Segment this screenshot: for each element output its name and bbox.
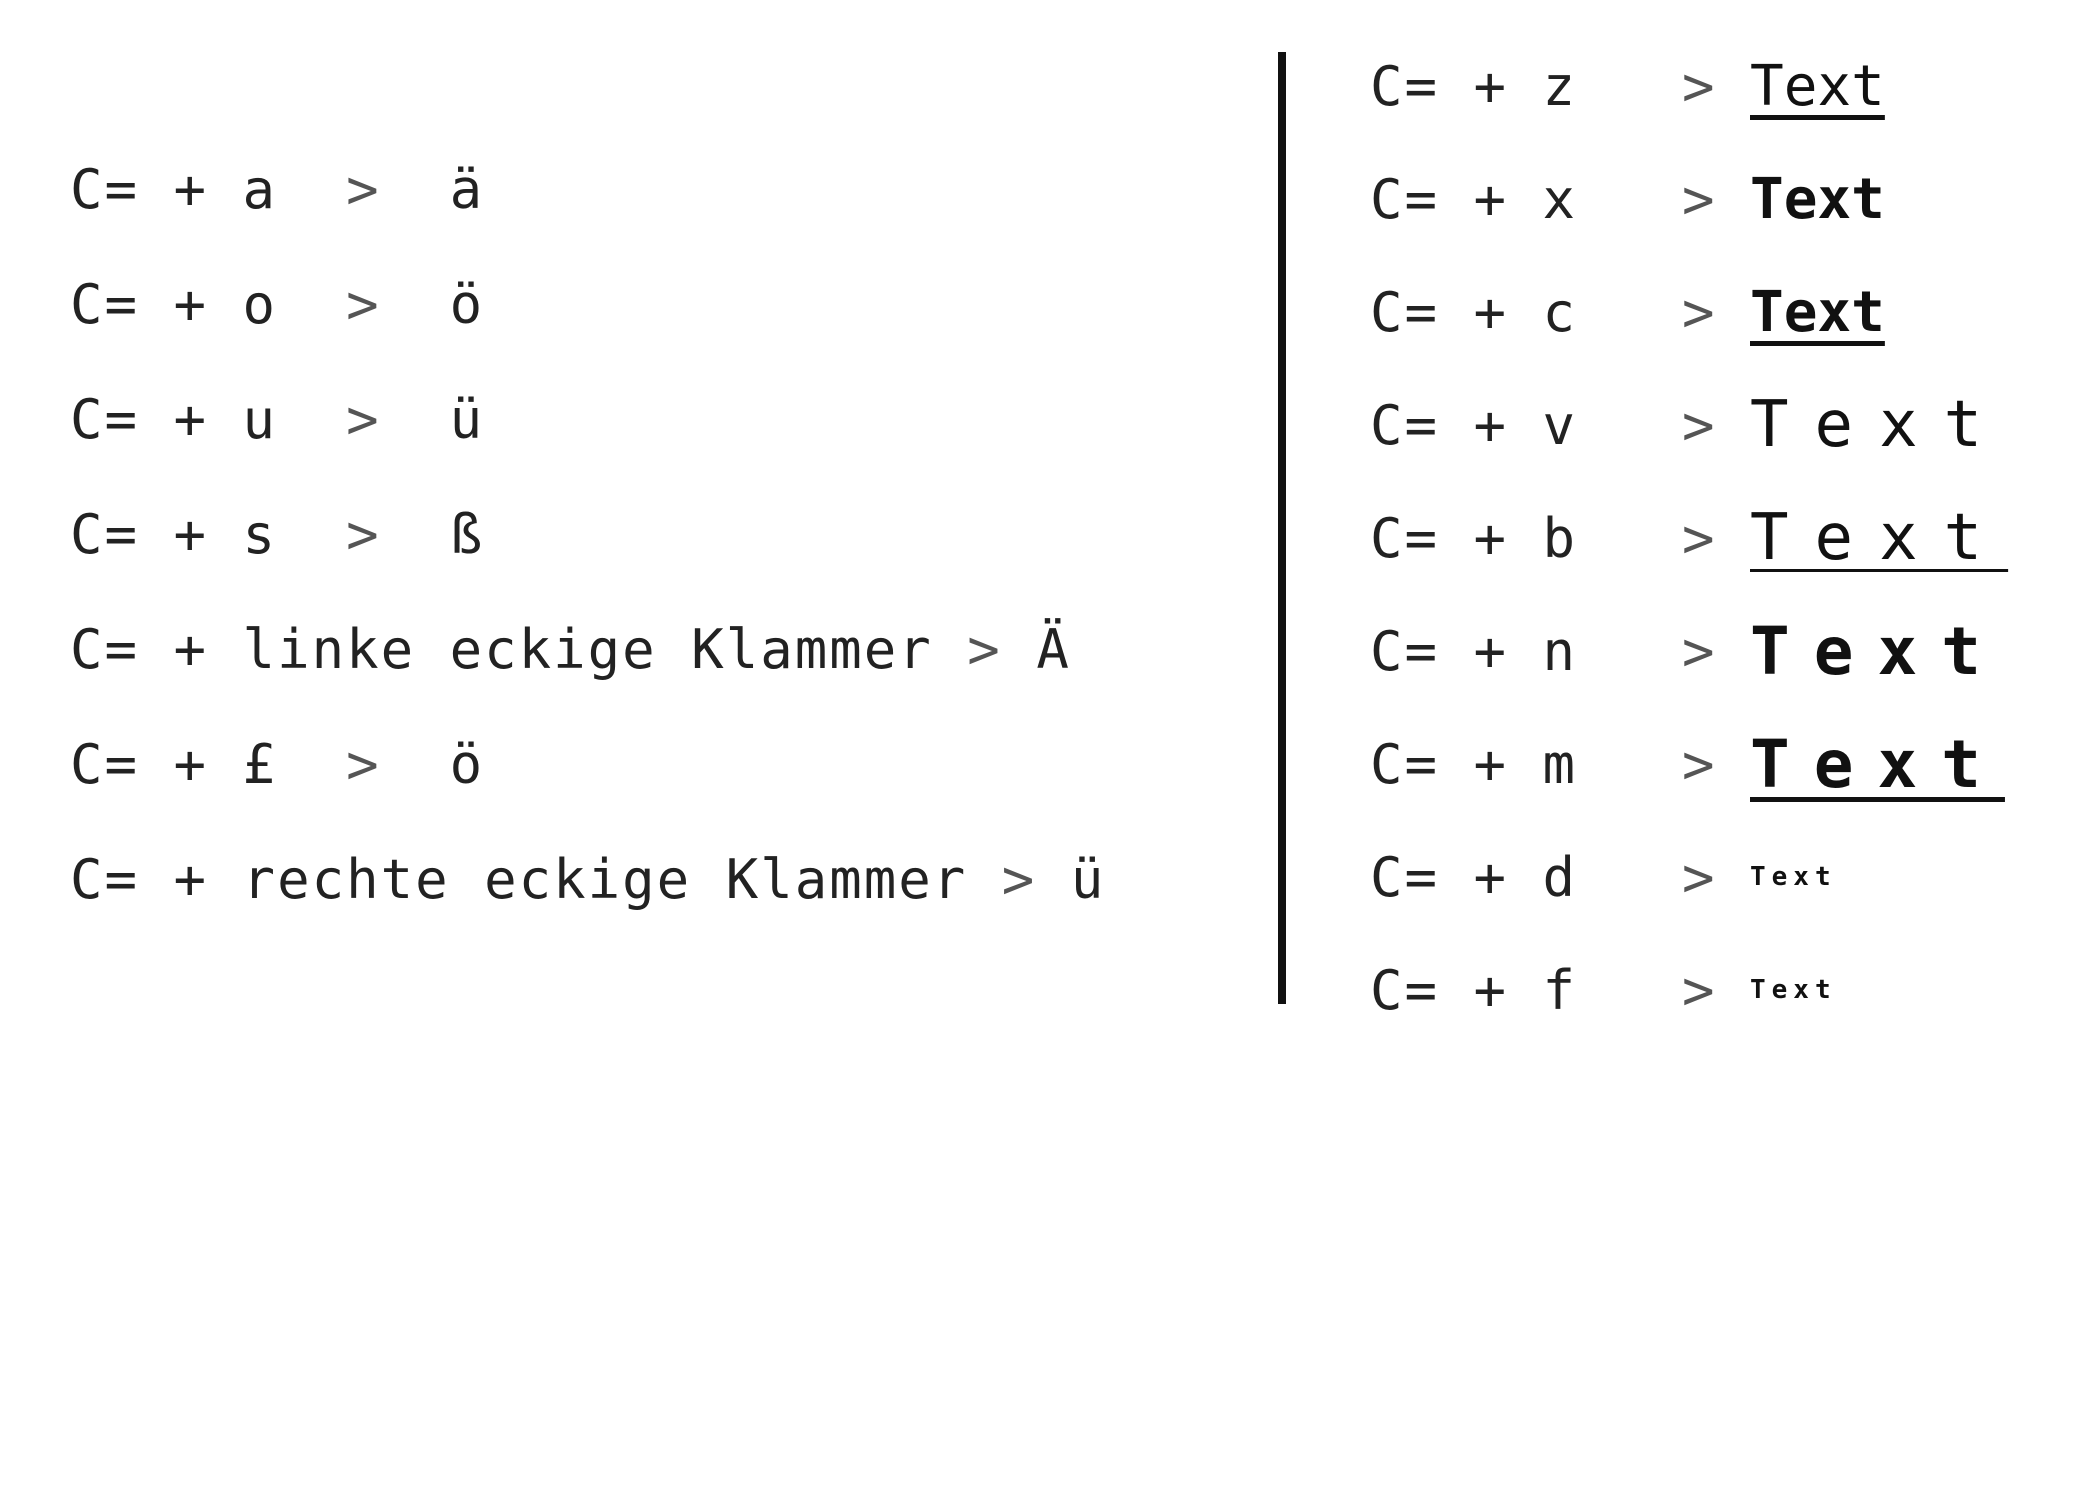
result-character: ä <box>449 158 485 221</box>
result-arrow: > <box>1682 507 1715 570</box>
result-character: Ä <box>1036 618 1071 681</box>
style-sample-bold: Text <box>1750 167 1885 232</box>
key-combo: C= + linke eckige Klammer <box>70 618 933 681</box>
result-arrow: > <box>1682 620 1715 683</box>
style-shortcut-row: C= + m > Text <box>1370 708 2070 821</box>
result-character: ö <box>449 733 485 796</box>
style-shortcut-row: C= + c > Text <box>1370 256 2070 369</box>
result-arrow: > <box>346 503 381 566</box>
style-sample-bold-underline: Text <box>1750 280 1885 345</box>
style-sample-wide-bold-underline: Text <box>1750 726 2005 803</box>
umlaut-shortcut-row: C= + £ > ö <box>70 707 1250 822</box>
style-shortcut-row: C= + x > Text <box>1370 143 2070 256</box>
key-combo: C= + £ <box>70 733 278 796</box>
style-sample-wide-underline: Text <box>1750 501 2009 575</box>
result-character: ü <box>449 388 485 451</box>
key-combo: C= + a <box>70 158 278 221</box>
key-combo: C= + v <box>1370 394 1578 457</box>
result-arrow: > <box>346 388 381 451</box>
result-arrow: > <box>1682 959 1715 1022</box>
column-divider <box>1278 52 1286 1004</box>
key-combo: C= + x <box>1370 168 1578 231</box>
umlaut-shortcut-row: C= + a > ä <box>70 132 1250 247</box>
key-combo: C= + m <box>1370 733 1578 796</box>
result-character: ö <box>449 273 485 336</box>
result-arrow: > <box>1682 55 1715 118</box>
result-arrow: > <box>1001 848 1037 911</box>
key-combo: C= + u <box>70 388 278 451</box>
style-shortcut-row: C= + n > Text <box>1370 595 2070 708</box>
umlaut-shortcut-row: C= + o > ö <box>70 247 1250 362</box>
result-arrow: > <box>346 733 381 796</box>
style-sample-superscript: Text <box>1750 862 1837 892</box>
result-arrow: > <box>1682 168 1715 231</box>
key-combo: C= + rechte eckige Klammer <box>70 848 968 911</box>
key-combo: C= + o <box>70 273 278 336</box>
key-combo: C= + d <box>1370 846 1578 909</box>
style-shortcut-row: C= + d > Text <box>1370 821 2070 934</box>
key-combo: C= + c <box>1370 281 1578 344</box>
key-combo: C= + z <box>1370 55 1578 118</box>
style-shortcut-row: C= + f > Text <box>1370 934 2070 1047</box>
result-arrow: > <box>1682 394 1715 457</box>
umlaut-shortcut-list: C= + a > ä C= + o > ö C= + u > ü C= + s … <box>70 132 1250 937</box>
result-arrow: > <box>346 273 381 336</box>
key-combo: C= + s <box>70 503 278 566</box>
key-combo: C= + n <box>1370 620 1578 683</box>
result-character: ü <box>1070 848 1106 911</box>
style-shortcut-row: C= + z > Text <box>1370 30 2070 143</box>
style-sample-wide: Text <box>1750 388 2009 462</box>
key-combo: C= + f <box>1370 959 1578 1022</box>
style-sample-wide-bold: Text <box>1750 613 2005 690</box>
result-character: ß <box>449 503 485 566</box>
result-arrow: > <box>967 618 1002 681</box>
text-style-shortcut-list: C= + z > Text C= + x > Text C= + c > Tex… <box>1370 30 2070 1047</box>
style-sample-subscript: Text <box>1750 975 1837 1005</box>
style-shortcut-row: C= + v > Text <box>1370 369 2070 482</box>
result-arrow: > <box>1682 846 1715 909</box>
result-arrow: > <box>1682 733 1715 796</box>
umlaut-shortcut-row: C= + u > ü <box>70 362 1250 477</box>
result-arrow: > <box>346 158 381 221</box>
style-sample-underline: Text <box>1750 54 1885 119</box>
key-combo: C= + b <box>1370 507 1578 570</box>
result-arrow: > <box>1682 281 1715 344</box>
umlaut-shortcut-row: C= + s > ß <box>70 477 1250 592</box>
umlaut-shortcut-row: C= + rechte eckige Klammer > ü <box>70 822 1250 937</box>
style-shortcut-row: C= + b > Text <box>1370 482 2070 595</box>
umlaut-shortcut-row: C= + linke eckige Klammer > Ä <box>70 592 1250 707</box>
keyboard-shortcut-reference: C= + a > ä C= + o > ö C= + u > ü C= + s … <box>70 52 1982 1022</box>
